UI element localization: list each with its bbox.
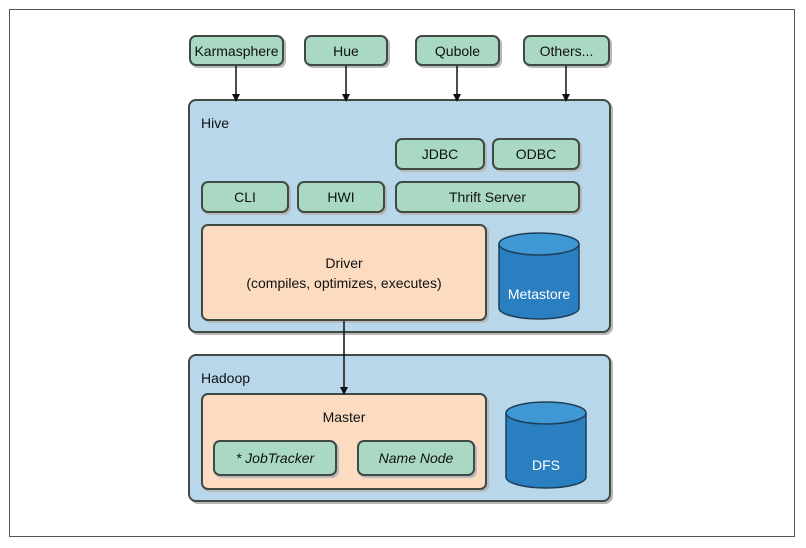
driver-title: Driver [325, 254, 363, 271]
driver-subtitle: (compiles, optimizes, executes) [246, 274, 442, 291]
metastore-cylinder: Metastore [498, 232, 580, 320]
client-qubole: Qubole [415, 35, 500, 66]
odbc-box: ODBC [492, 138, 580, 170]
client-karmasphere: Karmasphere [189, 35, 284, 66]
hadoop-label: Hadoop [201, 370, 251, 386]
jdbc-box: JDBC [395, 138, 485, 170]
client-hue: Hue [304, 35, 388, 66]
thrift-server-box: Thrift Server [395, 181, 580, 213]
driver-box: Driver (compiles, optimizes, executes) [201, 224, 487, 321]
dfs-cylinder: DFS [505, 401, 587, 489]
client-others: Others... [523, 35, 610, 66]
jobtracker-box: * JobTracker [213, 440, 337, 476]
dfs-label: DFS [532, 457, 560, 473]
namenode-box: Name Node [357, 440, 475, 476]
hwi-box: HWI [297, 181, 385, 213]
metastore-label: Metastore [508, 286, 570, 302]
hive-label: Hive [201, 115, 230, 131]
master-title: Master [322, 409, 366, 425]
cli-box: CLI [201, 181, 289, 213]
